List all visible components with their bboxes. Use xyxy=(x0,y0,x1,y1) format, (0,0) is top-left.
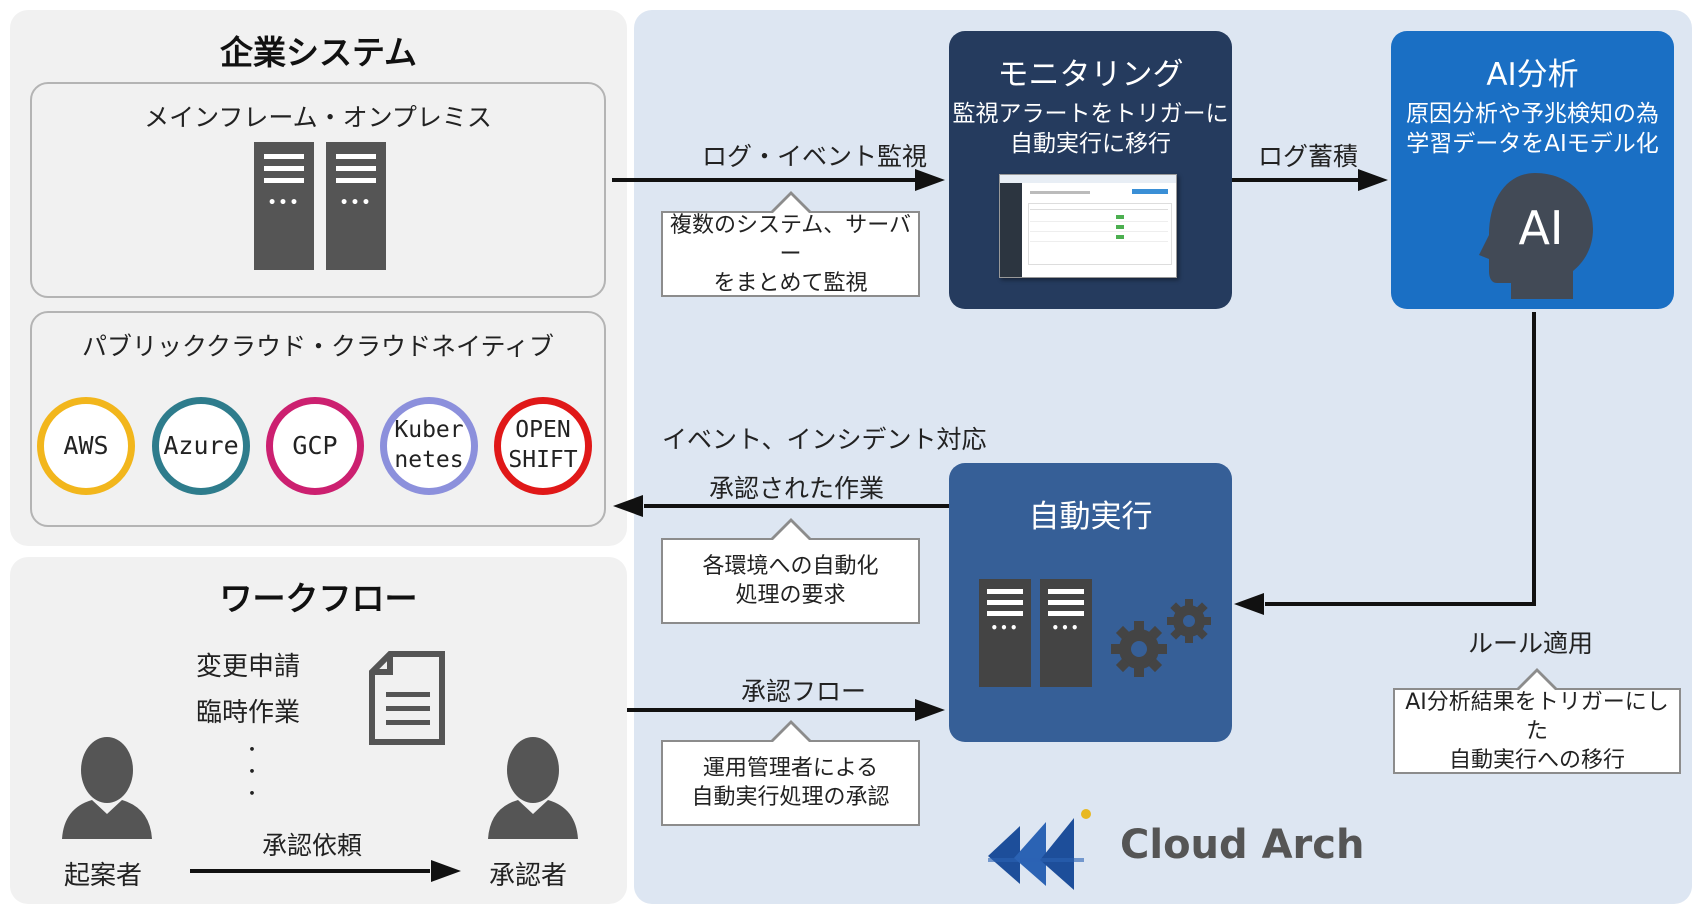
enterprise-title: 企業システム xyxy=(219,33,417,72)
monitor-multi-callout: 複数のシステム、サーバーをまとめて監視 xyxy=(661,191,920,297)
workflow-ellipsis: ・ ・ ・ xyxy=(243,740,261,805)
ai-subtitle-1: 原因分析や予兆検知の為 xyxy=(1406,101,1659,127)
arrow-log-accumulate xyxy=(1232,178,1358,182)
dashboard-thumbnail xyxy=(999,174,1177,278)
server-icon: ••• xyxy=(326,142,386,270)
monitoring-box: モニタリング 監視アラートをトリガーに 自動実行に移行 xyxy=(949,31,1232,309)
openshift-badge: OPEN SHIFT xyxy=(494,397,592,495)
azure-badge: Azure xyxy=(152,397,250,495)
approval-flow-label: 承認フロー xyxy=(741,677,867,706)
approval-callout: 運用管理者による自動実行処理の承認 xyxy=(661,720,920,826)
ai-analysis-box: AI分析 原因分析や予兆検知の為 学習データをAIモデル化 AI xyxy=(1391,31,1674,309)
arrow-request xyxy=(190,869,430,873)
approver-person-icon xyxy=(488,737,578,839)
cloud-arch-logo-icon xyxy=(988,809,1091,890)
log-accumulate-label: ログ蓄積 xyxy=(1258,142,1359,171)
workflow-item-adhoc: 臨時作業 xyxy=(196,698,301,728)
arrow-rule-apply-horizontal xyxy=(1265,602,1536,606)
server-icon: ••• xyxy=(254,142,314,270)
kubernetes-badge: Kuber netes xyxy=(380,397,478,495)
aws-badge: AWS xyxy=(37,397,135,495)
workflow-item-change: 変更申請 xyxy=(196,652,301,682)
brand-name: Cloud Arch xyxy=(1120,822,1365,868)
mainframe-title: メインフレーム・オンプレミス xyxy=(144,103,492,132)
arrow-rule-apply-vertical xyxy=(1532,312,1536,606)
automation-request-callout: 各環境への自動化処理の要求 xyxy=(661,518,920,624)
document-icon xyxy=(369,651,445,745)
auto-execution-box: 自動実行 ••• ••• xyxy=(949,463,1232,742)
ai-trigger-callout: AI分析結果をトリガーにした自動実行への移行 xyxy=(1393,668,1681,774)
workflow-panel xyxy=(10,557,627,904)
cloud-title: パブリッククラウド・クラウドネイティブ xyxy=(81,332,554,361)
arrow-approval-flow xyxy=(627,708,915,712)
server-icon: ••• xyxy=(1040,579,1092,687)
auto-title: 自動実行 xyxy=(1028,499,1153,535)
approver-label: 承認者 xyxy=(489,861,568,891)
monitoring-title: モニタリング xyxy=(997,57,1184,93)
ai-title: AI分析 xyxy=(1486,57,1579,93)
ai-head-text: AI xyxy=(1518,201,1564,255)
arrow-approved-work xyxy=(644,504,949,508)
ai-head-icon xyxy=(1479,173,1593,299)
ai-subtitle-2: 学習データをAIモデル化 xyxy=(1406,131,1659,157)
mainframe-box: メインフレーム・オンプレミス ••• ••• xyxy=(30,82,606,298)
requester-person-icon xyxy=(62,737,152,839)
approved-work-label: 承認された作業 xyxy=(709,474,885,503)
arrow-log-event xyxy=(612,178,915,182)
gcp-badge: GCP xyxy=(266,397,364,495)
server-icon: ••• xyxy=(979,579,1031,687)
workflow-title: ワークフロー xyxy=(219,579,418,618)
rule-apply-label: ルール適用 xyxy=(1468,629,1594,658)
monitoring-subtitle-2: 自動実行に移行 xyxy=(1010,131,1171,157)
gears-icon xyxy=(1111,599,1211,677)
log-event-label: ログ・イベント監視 xyxy=(702,142,928,171)
monitoring-subtitle-1: 監視アラートをトリガーに xyxy=(952,101,1229,127)
event-incident-label: イベント、インシデント対応 xyxy=(662,425,987,454)
request-approval-label: 承認依頼 xyxy=(262,831,363,860)
requester-label: 起案者 xyxy=(64,861,143,891)
